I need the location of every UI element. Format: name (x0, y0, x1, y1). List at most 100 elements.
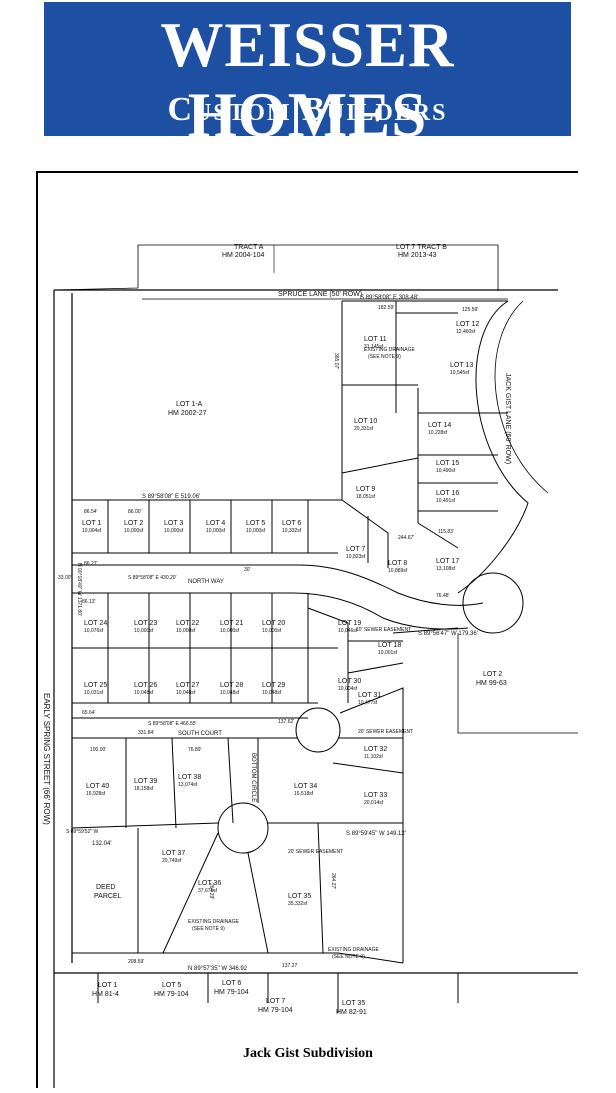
lot-number-label: LOT 1 (82, 520, 101, 527)
lot-area-label: 10,046sf (338, 628, 358, 634)
dim-label: 137.62' (278, 719, 294, 725)
subdivision-plat: SPRUCE LANE (50' ROW) JACK GIST LANE (60… (36, 171, 578, 1088)
weisser-homes-banner: WEISSER HOMES Custom Builders (44, 2, 571, 150)
lot-area-label: 10,332sf (282, 528, 302, 534)
dim-label: 182.59' (378, 305, 394, 311)
lot-area-label: 10,490sf (436, 468, 456, 474)
lot-number-label: LOT 27 (176, 682, 199, 689)
jack-gist-lane-label: JACK GIST LANE (60' ROW) (504, 373, 511, 464)
south-lot1-label: LOT 1 (98, 982, 117, 989)
south-court-label: SOUTH COURT (178, 731, 222, 737)
lot-area-label: 10,000sf (176, 628, 196, 634)
lot-area-label: 10,048sf (220, 690, 240, 696)
spruce-lane-label: SPRUCE LANE (50' ROW) (278, 291, 362, 298)
lot-number-label: LOT 8 (388, 560, 407, 567)
south-lot7-hm: HM 79-104 (258, 1007, 293, 1014)
lot-area-label: 20,749sf (162, 858, 182, 864)
lot-number-label: LOT 35 (288, 893, 311, 900)
lot-area-label: 10,004sf (338, 686, 358, 692)
lot-area-label: 10,000sf (220, 628, 240, 634)
dim-label: 86.27' (84, 561, 98, 567)
lot-area-label: 10,004sf (82, 528, 102, 534)
south-lot1-hm: HM 81-4 (92, 991, 119, 998)
lot-1a-hm: HM 2002-27 (168, 410, 207, 417)
lot-area-label: 35,332sf (288, 901, 308, 907)
lot-area-label: 10,000sf (246, 528, 266, 534)
lot-area-label: 20,331sf (354, 426, 374, 432)
dim-label: 65.64' (82, 710, 96, 716)
lot-number-label: LOT 5 (246, 520, 265, 527)
tract-a-label: TRACT A (234, 244, 264, 251)
lot-number-label: LOT 37 (162, 850, 185, 857)
drainage-note-3b: (SEE NOTE 9) (332, 954, 365, 960)
drainage-note-1b: (SEE NOTE 9) (368, 354, 401, 360)
lot-area-label: 10,889sf (388, 568, 408, 574)
lot-area-label: 12,460sf (456, 329, 476, 335)
dim-label: 264.29' (208, 883, 214, 899)
south-lot5-label: LOT 5 (162, 982, 181, 989)
lot-area-label: 10,031sf (84, 690, 104, 696)
dim-label: 264.27' (330, 873, 336, 889)
dim-label: 331.84' (138, 730, 154, 736)
lot-number-label: LOT 32 (364, 746, 387, 753)
lot-area-label: 10,000sf (134, 628, 154, 634)
drainage-note-2: EXISTING DRAINAGE (188, 919, 240, 925)
bottom-circle-label: BOTTOM CIRCLE (250, 753, 256, 802)
sewer-easement-2: 20' SEWER EASEMENT (358, 729, 413, 735)
lot-area-label: 10,823sf (346, 554, 366, 560)
lot-number-label: LOT 19 (338, 620, 361, 627)
lot-number-label: LOT 38 (178, 774, 201, 781)
lot-area-label: 18,158sf (134, 786, 154, 792)
lot-1a-label: LOT 1-A (176, 401, 203, 408)
lot-area-label: 10,000sf (206, 528, 226, 534)
dim-label: 208.59' (128, 959, 144, 965)
dim-label: 365.07' (333, 353, 339, 369)
lot-area-label: 11,102sf (364, 754, 383, 760)
lot7-tract-b-label: LOT 7 TRACT B (396, 244, 447, 251)
parcel-label: PARCEL (94, 893, 122, 900)
lot-number-label: LOT 24 (84, 620, 107, 627)
bearing-7: N 89°57'35" W 346.92 (188, 966, 248, 972)
lot-number-label: LOT 6 (282, 520, 301, 527)
lot-area-label: 10,000sf (262, 628, 282, 634)
lot-area-label: 16,928sf (86, 791, 106, 797)
bearing-5: S 89°56'47" W 179.36' (418, 631, 478, 637)
lot-number-label: LOT 17 (436, 558, 459, 565)
bearing-3: S 89°58'08" E 308.48' (360, 295, 418, 301)
plat-drawing: SPRUCE LANE (50' ROW) JACK GIST LANE (60… (42, 244, 578, 1088)
lot-number-label: LOT 20 (262, 620, 285, 627)
lot-number-label: LOT 12 (456, 321, 479, 328)
dim-label: 33.00' (58, 575, 72, 581)
lot-number-label: LOT 2 (124, 520, 143, 527)
lot-number-label: LOT 10 (354, 418, 377, 425)
lot-number-label: LOT 13 (450, 362, 473, 369)
lot-area-label: 13,108sf (436, 566, 456, 572)
lot-area-label: 20,014sf (364, 800, 384, 806)
lot-2-hm: HM 99-63 (476, 680, 507, 687)
dim-label: 100.00' (90, 747, 106, 753)
lot-area-label: 10,000sf (124, 528, 144, 534)
sewer-easement-3: 20' SEWER EASEMENT (288, 849, 343, 855)
lot-number-label: LOT 26 (134, 682, 157, 689)
early-spring-street-label: EARLY SPRING STREET (66' ROW) (42, 693, 51, 825)
drainage-note-2b: (SEE NOTE 9) (192, 926, 225, 932)
lot-area-label: 10,001sf (378, 650, 398, 656)
north-way-label: NORTH WAY (188, 579, 224, 585)
south-lot6-label: LOT 6 (222, 980, 241, 987)
bearing-9: N 00°18'49" W 1371.80' (76, 563, 82, 616)
bearing-4: S 89°58'08" E 466.55' (148, 721, 197, 727)
lot-number-label: LOT 28 (220, 682, 243, 689)
lot-number-label: LOT 36 (198, 880, 221, 887)
bearing-6: S 89°59'45" W 149.12' (346, 831, 406, 837)
dim-label: 125.59' (462, 307, 478, 313)
lot-number-label: LOT 16 (436, 490, 459, 497)
dim-label: 86.00' (128, 509, 142, 515)
lot-number-label: LOT 40 (86, 783, 109, 790)
bearing-1: S 89°58'08" E 519.06' (142, 494, 200, 500)
south-lot7-label: LOT 7 (266, 998, 285, 1005)
lot-area-label: 10,228sf (428, 430, 448, 436)
tract-a-hm: HM 2004-104 (222, 252, 265, 259)
drainage-note-1: EXISTING DRAINAGE (364, 347, 416, 353)
lot-area-label: 18,051sf (356, 494, 376, 500)
